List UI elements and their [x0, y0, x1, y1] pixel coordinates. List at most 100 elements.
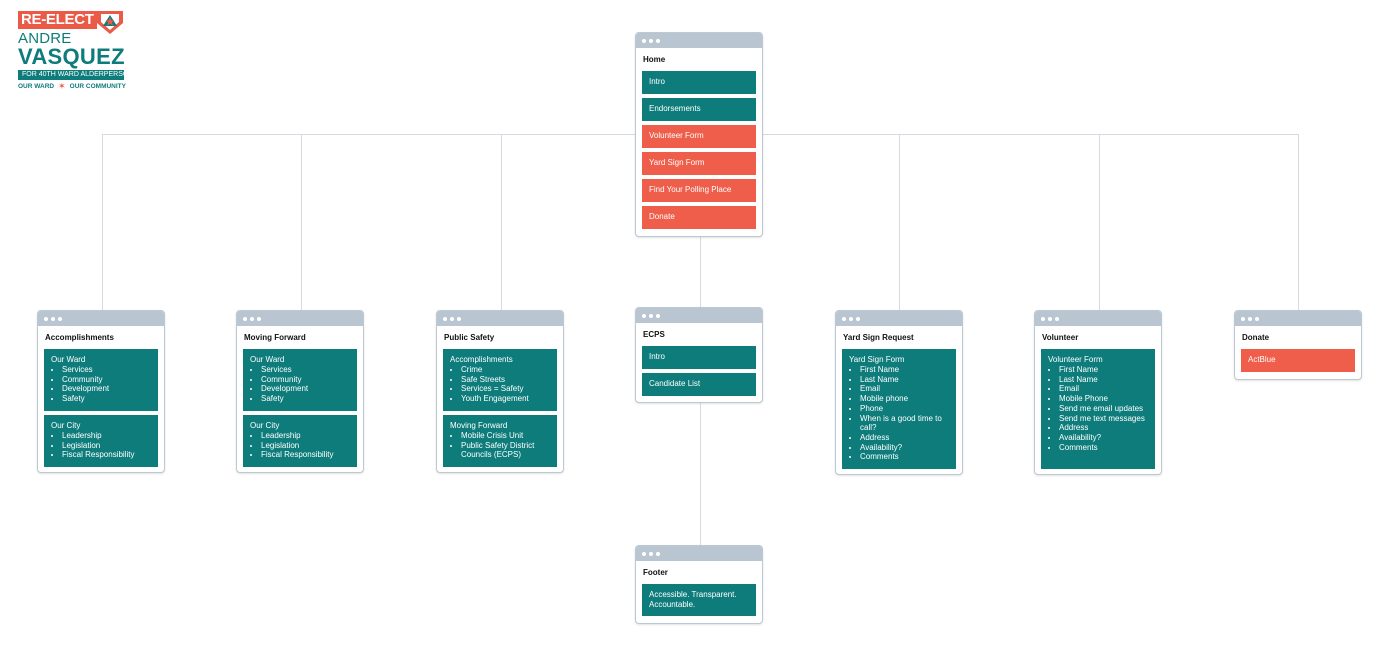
section-yard-sign-form: Yard Sign Form	[642, 152, 756, 175]
window-dot-icon	[856, 316, 860, 321]
list-item: Development	[62, 384, 151, 394]
list-item: Mobile Crisis Unit	[461, 431, 550, 441]
section-heading: Moving Forward	[450, 421, 508, 430]
window-dot-icon	[250, 316, 254, 321]
section-intro: Intro	[642, 71, 756, 94]
list-item: Availability?	[860, 443, 949, 453]
window-titlebar	[636, 308, 762, 323]
logo-office: FOR 40TH WARD ALDERPERSON	[18, 70, 133, 80]
window-dot-icon	[1255, 316, 1259, 321]
window-dot-icon	[1048, 316, 1052, 321]
logo-first-name: ANDRE	[18, 30, 72, 47]
star-icon: ✶	[58, 81, 66, 91]
window-titlebar	[437, 311, 563, 326]
list-item: Email	[860, 384, 949, 394]
window-dot-icon	[44, 316, 48, 321]
window-dot-icon	[1241, 316, 1245, 321]
page-title: Footer	[643, 568, 668, 577]
logo-last-name: VASQUEZ	[18, 44, 125, 69]
list-item: Safety	[261, 394, 350, 404]
window-titlebar	[38, 311, 164, 326]
window-dot-icon	[257, 316, 261, 321]
page-card-public-safety: Public Safety Accomplishments Crime Safe…	[436, 310, 564, 473]
list-item: Send me email updates	[1059, 404, 1148, 414]
window-dot-icon	[243, 316, 247, 321]
section-accomplishments: Accomplishments Crime Safe Streets Servi…	[443, 349, 557, 411]
section-donate: Donate	[642, 206, 756, 229]
page-title: Public Safety	[444, 333, 495, 342]
section-yard-sign-form: Yard Sign Form First Name Last Name Emai…	[842, 349, 956, 469]
section-candidate-list: Candidate List	[642, 373, 756, 396]
campaign-logo: RE-ELECT ANDRE VASQUEZ FOR 40TH WARD ALD…	[18, 10, 133, 91]
page-title: Moving Forward	[244, 333, 306, 342]
window-dot-icon	[656, 551, 660, 556]
page-card-donate: Donate ActBlue	[1234, 310, 1362, 380]
section-actblue: ActBlue	[1241, 349, 1355, 372]
section-heading: Our City	[250, 421, 280, 430]
list-item: Development	[261, 384, 350, 394]
page-title: ECPS	[643, 330, 665, 339]
window-dot-icon	[842, 316, 846, 321]
page-card-footer: Footer Accessible. Transparent. Accounta…	[635, 545, 763, 624]
section-our-ward: Our Ward Services Community Development …	[243, 349, 357, 411]
list-item: Safety	[62, 394, 151, 404]
list-item: Last Name	[1059, 375, 1148, 385]
section-heading: Our Ward	[250, 355, 285, 364]
window-titlebar	[636, 546, 762, 561]
page-title: Yard Sign Request	[843, 333, 914, 342]
list-item: Leadership	[261, 431, 350, 441]
list-item: Legislation	[261, 441, 350, 451]
list-item: Last Name	[860, 375, 949, 385]
window-dot-icon	[656, 313, 660, 318]
section-volunteer-form: Volunteer Form	[642, 125, 756, 148]
window-dot-icon	[450, 316, 454, 321]
window-dot-icon	[51, 316, 55, 321]
window-dot-icon	[656, 38, 660, 43]
list-item: First Name	[1059, 365, 1148, 375]
page-title: Accomplishments	[45, 333, 114, 342]
list-item: Comments	[1059, 443, 1148, 453]
list-item: Legislation	[62, 441, 151, 451]
window-dot-icon	[849, 316, 853, 321]
logo-reelect: RE-ELECT	[18, 11, 97, 29]
window-dot-icon	[457, 316, 461, 321]
section-footer-slogan: Accessible. Transparent. Accountable.	[642, 584, 756, 616]
window-dot-icon	[642, 313, 646, 318]
list-item: Services	[261, 365, 350, 375]
list-item: Crime	[461, 365, 550, 375]
list-item: Safe Streets	[461, 375, 550, 385]
section-heading: Accomplishments	[450, 355, 513, 364]
list-item: Email	[1059, 384, 1148, 394]
section-our-city: Our City Leadership Legislation Fiscal R…	[44, 415, 158, 467]
list-item: Services	[62, 365, 151, 375]
list-item: Mobile Phone	[1059, 394, 1148, 404]
list-item: Availability?	[1059, 433, 1148, 443]
list-item: First Name	[860, 365, 949, 375]
window-dot-icon	[642, 551, 646, 556]
page-card-moving-forward: Moving Forward Our Ward Services Communi…	[236, 310, 364, 473]
window-titlebar	[1235, 311, 1361, 326]
list-item: Public Safety District Councils (ECPS)	[461, 441, 550, 460]
list-item: Leadership	[62, 431, 151, 441]
list-item: Address	[860, 433, 949, 443]
section-volunteer-form: Volunteer Form First Name Last Name Emai…	[1041, 349, 1155, 469]
page-title: Volunteer	[1042, 333, 1079, 342]
list-item: Comments	[860, 452, 949, 462]
list-item: Address	[1059, 423, 1148, 433]
page-card-volunteer: Volunteer Volunteer Form First Name Last…	[1034, 310, 1162, 475]
list-item: When is a good time to call?	[860, 414, 949, 433]
page-card-accomplishments: Accomplishments Our Ward Services Commun…	[37, 310, 165, 473]
logo-tagline-right: OUR COMMUNITY	[69, 83, 126, 90]
section-heading: Volunteer Form	[1048, 355, 1103, 364]
window-dot-icon	[1041, 316, 1045, 321]
list-item: Youth Engagement	[461, 394, 550, 404]
list-item: Community	[261, 375, 350, 385]
list-item: Community	[62, 375, 151, 385]
window-dot-icon	[58, 316, 62, 321]
section-heading: Our Ward	[51, 355, 86, 364]
window-dot-icon	[649, 551, 653, 556]
page-title: Home	[643, 55, 666, 64]
window-dot-icon	[649, 38, 653, 43]
window-titlebar	[1035, 311, 1161, 326]
window-titlebar	[636, 33, 762, 48]
